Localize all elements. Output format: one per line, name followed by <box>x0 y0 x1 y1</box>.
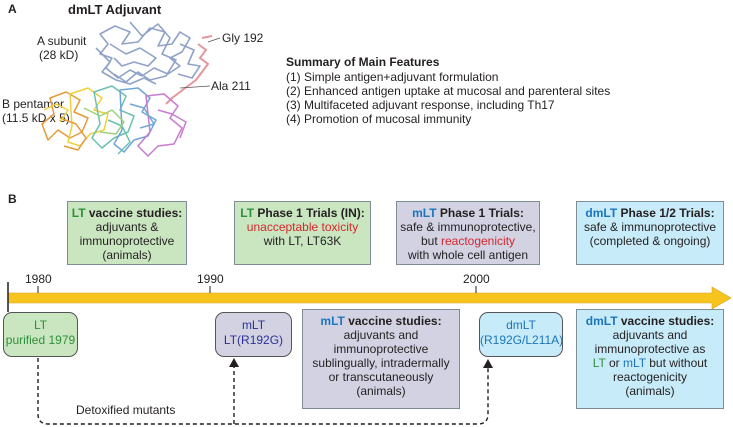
dmlt-box: dmLT (R192G/L211A) <box>479 312 563 357</box>
year-2000: 2000 <box>463 272 490 286</box>
a-subunit-label: A subunit (28 kD) <box>37 34 87 62</box>
lt-vaccine-studies-box: LT vaccine studies: adjuvants & immunopr… <box>67 201 187 265</box>
mlt-box: mLT LT(R192G) <box>215 312 292 357</box>
year-1980: 1980 <box>25 272 52 286</box>
lt-purified-box: LT purified 1979 <box>3 312 78 357</box>
panel-a-letter: A <box>8 2 17 16</box>
feature-item: (1) Simple antigen+adjuvant formulation <box>286 70 499 84</box>
panel-a-title: dmLT Adjuvant <box>68 2 162 17</box>
dmlt-vaccine-studies-box: dmLT vaccine studies: adjuvants and immu… <box>576 309 724 409</box>
ala-211-label: Ala 211 <box>211 79 251 93</box>
gly-192-label: Gly 192 <box>222 31 264 45</box>
protein-structure-image <box>41 21 221 157</box>
feature-item: (2) Enhanced antigen uptake at mucosal a… <box>286 84 611 98</box>
feature-item: (4) Promotion of mucosal immunity <box>286 112 472 126</box>
detox-connector <box>37 358 489 425</box>
year-1990: 1990 <box>197 272 224 286</box>
mlt-phase1-box: mLT Phase 1 Trials: safe & immunoprotect… <box>396 201 540 265</box>
arrowhead-mlt <box>229 358 239 367</box>
dmlt-phase12-box: dmLT Phase 1/2 Trials: safe & immunoprot… <box>576 201 724 265</box>
feature-item: (3) Multifaceted adjuvant response, incl… <box>286 98 555 112</box>
features-list: (1) Simple antigen+adjuvant formulation … <box>286 70 610 126</box>
panel-b-letter: B <box>8 192 17 206</box>
summary-title: Summary of Main Features <box>286 55 440 69</box>
mlt-vaccine-studies-box: mLT vaccine studies: adjuvants and immun… <box>302 309 460 409</box>
detoxified-mutants-label: Detoxified mutants <box>74 403 178 417</box>
timeline-arrow <box>7 286 732 310</box>
arrowhead-dmlt <box>483 359 493 368</box>
lt-phase1-box: LT Phase 1 Trials (IN): unacceptable tox… <box>234 201 371 265</box>
